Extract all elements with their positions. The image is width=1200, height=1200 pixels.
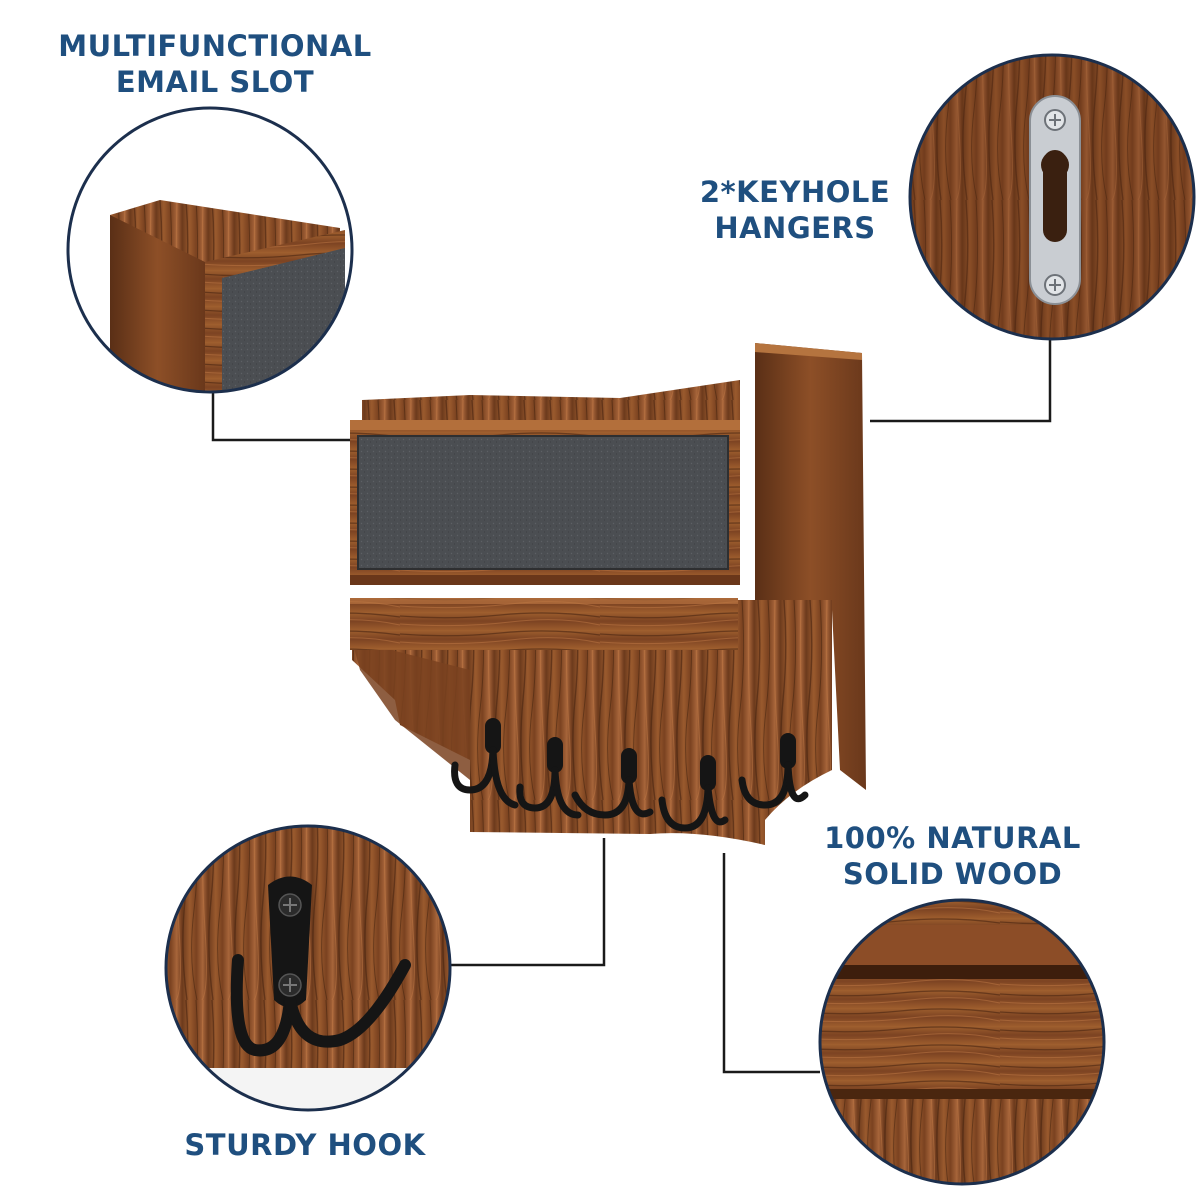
connector-keyhole xyxy=(870,338,1052,423)
chalkboard xyxy=(357,435,729,570)
connector-hook xyxy=(446,838,606,967)
callout-hook-line1: STURDY HOOK xyxy=(184,1128,426,1162)
callout-hook: STURDY HOOK xyxy=(165,1127,445,1163)
callout-wood: 100% NATURAL SOLID WOOD xyxy=(800,820,1105,892)
callout-keyhole-line2: HANGERS xyxy=(714,211,876,245)
detail-circle-wood xyxy=(818,898,1106,1186)
side-panel xyxy=(755,343,866,790)
hook-3 xyxy=(571,748,654,819)
connector-lines xyxy=(211,338,1052,1074)
hook-5 xyxy=(738,733,809,809)
hooks-row xyxy=(451,718,809,832)
hook-2 xyxy=(516,737,582,819)
callout-wood-line2: SOLID WOOD xyxy=(842,857,1063,891)
callout-wood-line1: 100% NATURAL xyxy=(824,821,1081,855)
shelf-front xyxy=(350,598,738,650)
callout-keyhole: 2*KEYHOLE HANGERS xyxy=(675,174,915,246)
connector-wood xyxy=(722,853,820,1074)
detail-circle-keyhole xyxy=(908,53,1196,341)
connector-email-slot xyxy=(211,388,350,442)
main-product xyxy=(350,343,866,845)
detail-circle-hook xyxy=(164,824,452,1112)
hook-4 xyxy=(658,755,729,832)
keyhole-hanger-icon xyxy=(1029,95,1081,305)
hook-1 xyxy=(451,718,519,809)
detail-circle-email-slot xyxy=(66,106,354,394)
double-hook-icon xyxy=(230,876,411,1057)
callout-keyhole-line1: 2*KEYHOLE xyxy=(699,175,891,209)
callout-email-slot: MULTIFUNCTIONAL EMAIL SLOT xyxy=(40,28,390,100)
callout-email-slot-line1: MULTIFUNCTIONAL xyxy=(58,29,372,63)
callout-email-slot-line2: EMAIL SLOT xyxy=(115,65,315,99)
